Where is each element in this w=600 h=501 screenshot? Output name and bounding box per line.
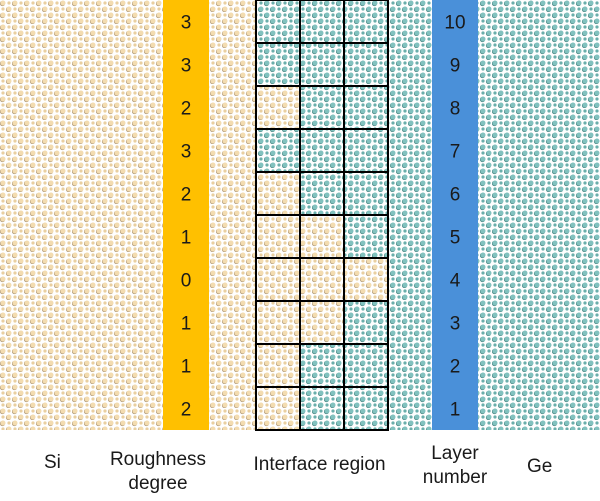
roughness-degree-label: Roughness degree [98,448,218,496]
roughness-value: 1 [181,357,192,378]
interface-cell-si [255,171,301,216]
interface-cell-ge [299,128,345,173]
interface-cell-si [255,85,301,130]
interface-region [255,0,389,431]
layer-label-line1: Layer [431,443,479,464]
interface-cell-ge [343,0,389,44]
layer-number-value: 1 [450,400,461,421]
roughness-value: 3 [181,56,192,77]
interface-cell-ge [343,214,389,259]
si-label-text: Si [44,452,61,473]
interface-cell-si [255,214,301,259]
si-bulk-region [0,0,256,430]
interface-region-label: Interface region [232,453,407,477]
ge-label-text: Ge [527,456,553,477]
layer-number-value: 10 [444,13,465,34]
interface-cell-si [299,214,345,259]
interface-cell-si [255,300,301,345]
interface-cell-ge [343,300,389,345]
interface-cell-ge [299,386,345,431]
interface-cell-ge [299,85,345,130]
interface-cell-ge [343,85,389,130]
ge-bulk-region [388,0,600,430]
interface-cell-ge [299,343,345,388]
interface-cell-ge [343,386,389,431]
layer-number-value: 4 [450,271,461,292]
roughness-label-line2: degree [128,473,188,494]
interface-cell-si [255,343,301,388]
roughness-label-line1: Roughness [109,449,207,470]
interface-cell-ge [343,128,389,173]
interface-cell-ge [299,171,345,216]
layer-number-value: 9 [450,56,461,77]
layer-number-value: 5 [450,228,461,249]
roughness-value: 1 [181,314,192,335]
roughness-value: 0 [181,271,192,292]
roughness-value: 2 [181,99,192,120]
layer-number-value: 6 [450,185,461,206]
layer-number-value: 2 [450,357,461,378]
layer-number-value: 7 [450,142,461,163]
interface-cell-si [343,257,389,302]
layer-numbers: 10 9 8 7 6 5 4 3 2 1 [444,13,465,421]
interface-cell-si [299,300,345,345]
roughness-value: 1 [181,228,192,249]
layer-number-value: 3 [450,314,461,335]
interface-cell-ge [343,343,389,388]
interface-cell-si [255,257,301,302]
interface-cell-ge [343,42,389,87]
interface-cell-ge [255,42,301,87]
interface-cell-si [299,257,345,302]
layer-number-value: 8 [450,99,461,120]
layer-label-line2: number [422,467,488,488]
roughness-value: 3 [181,142,192,163]
roughness-value: 3 [181,13,192,34]
roughness-values: 3 3 2 3 2 1 0 1 1 2 [181,13,192,421]
interface-cell-ge [255,0,301,44]
layer-number-band [432,0,478,430]
interface-cell-si [255,386,301,431]
roughness-value: 2 [181,185,192,206]
interface-label-text: Interface region [253,454,386,475]
interface-cell-ge [343,171,389,216]
si-label: Si [44,451,61,475]
ge-label: Ge [527,455,552,479]
interface-cell-ge [299,42,345,87]
roughness-degree-band [163,0,209,430]
interface-cell-ge [255,128,301,173]
roughness-value: 2 [181,400,192,421]
layer-number-label: Layer number [405,442,505,490]
interface-cell-ge [299,0,345,44]
